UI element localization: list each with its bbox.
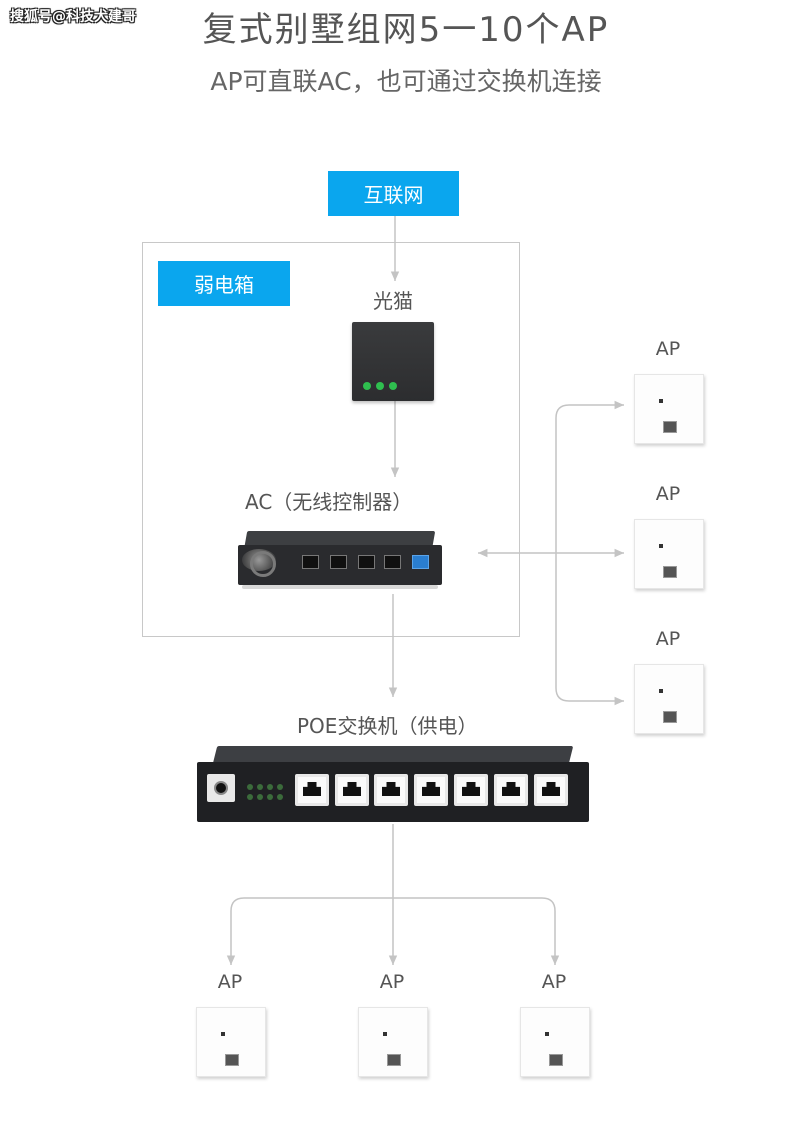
ap-label-right-2: AP bbox=[655, 483, 681, 505]
ap-panel-icon bbox=[358, 1007, 428, 1077]
watermark: 搜狐号@科技犬建哥 bbox=[10, 9, 136, 25]
weak-box-label: 弱电箱 bbox=[158, 261, 290, 306]
ap-panel-icon bbox=[634, 374, 704, 444]
page-title: 复式别墅组网5一10个AP bbox=[202, 10, 610, 50]
ap-label-bottom-1: AP bbox=[217, 971, 243, 993]
ap-label-bottom-3: AP bbox=[541, 971, 567, 993]
ap-label-right-1: AP bbox=[655, 338, 681, 360]
line-ac-ap-bottom bbox=[555, 553, 624, 706]
weak-box-frame bbox=[142, 242, 520, 637]
modem-label: 光猫 bbox=[373, 289, 413, 313]
ap-panel-icon bbox=[634, 664, 704, 734]
poe-label: POE交换机（供电） bbox=[297, 714, 478, 738]
ap-label-bottom-2: AP bbox=[379, 971, 405, 993]
line-ac-ap-top bbox=[555, 400, 624, 553]
ac-controller-icon bbox=[238, 531, 442, 589]
ac-label: AC（无线控制器） bbox=[245, 490, 413, 514]
line-poe-ap-right bbox=[393, 897, 560, 965]
ap-label-right-3: AP bbox=[655, 628, 681, 650]
line-poe-ap-left bbox=[226, 897, 393, 965]
page-subtitle: AP可直联AC，也可通过交换机连接 bbox=[210, 67, 602, 96]
internet-label: 互联网 bbox=[328, 171, 459, 216]
ap-panel-icon bbox=[634, 519, 704, 589]
ap-panel-icon bbox=[520, 1007, 590, 1077]
modem-icon bbox=[352, 322, 434, 401]
ap-panel-icon bbox=[196, 1007, 266, 1077]
poe-switch-icon bbox=[197, 746, 589, 826]
